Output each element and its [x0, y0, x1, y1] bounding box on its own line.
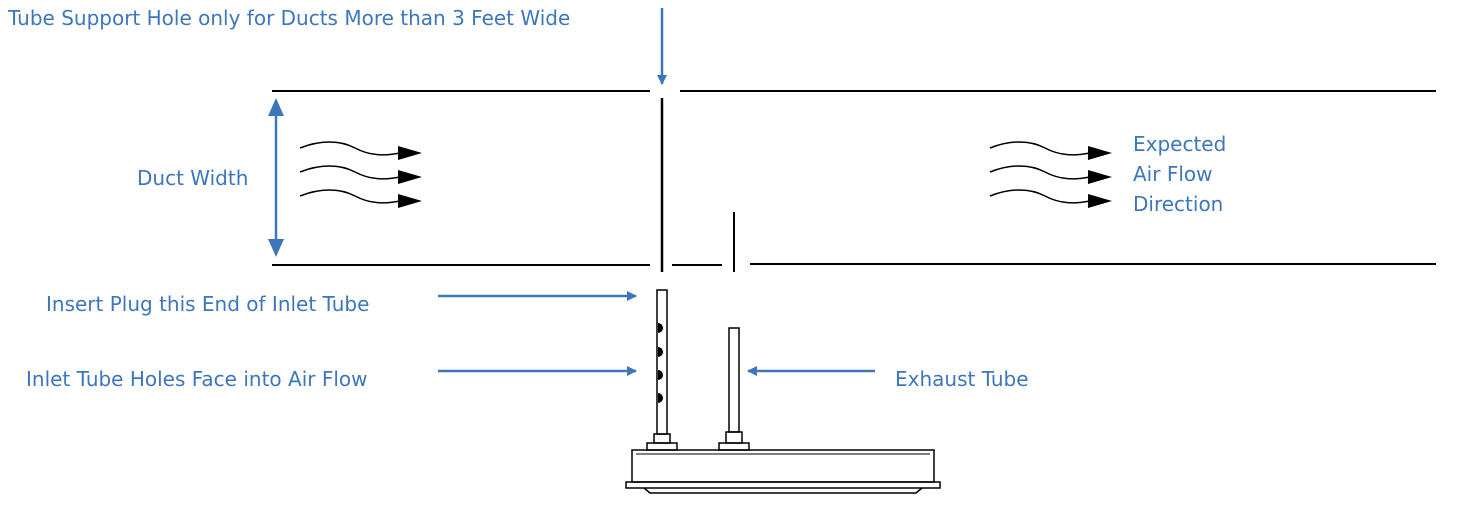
- inlet-holes-label: Inlet Tube Holes Face into Air Flow: [26, 367, 367, 391]
- duct: [272, 90, 1436, 272]
- inlet-tube: [646, 289, 678, 451]
- airflow-arrows-left: [299, 141, 422, 208]
- flow-direction-label-3: Direction: [1133, 192, 1223, 216]
- flow-direction-label-2: Air Flow: [1133, 162, 1212, 186]
- exhaust-tube-label: Exhaust Tube: [895, 367, 1029, 391]
- airflow-arrows-right: [989, 141, 1112, 208]
- exhaust-tube: [718, 327, 750, 451]
- inlet-hole: [658, 370, 663, 380]
- tube-support-label: Tube Support Hole only for Ducts More th…: [7, 6, 570, 30]
- duct-width-label: Duct Width: [137, 166, 248, 190]
- inlet-hole: [658, 393, 663, 403]
- inlet-hole: [658, 323, 663, 333]
- sensor-housing: [625, 449, 941, 494]
- flow-direction-label-1: Expected: [1133, 132, 1226, 156]
- insert-plug-label: Insert Plug this End of Inlet Tube: [46, 292, 369, 316]
- duct-width-arrow-head-bottom: [268, 239, 284, 257]
- inlet-hole: [658, 347, 663, 357]
- duct-width-arrow-head-top: [268, 98, 284, 116]
